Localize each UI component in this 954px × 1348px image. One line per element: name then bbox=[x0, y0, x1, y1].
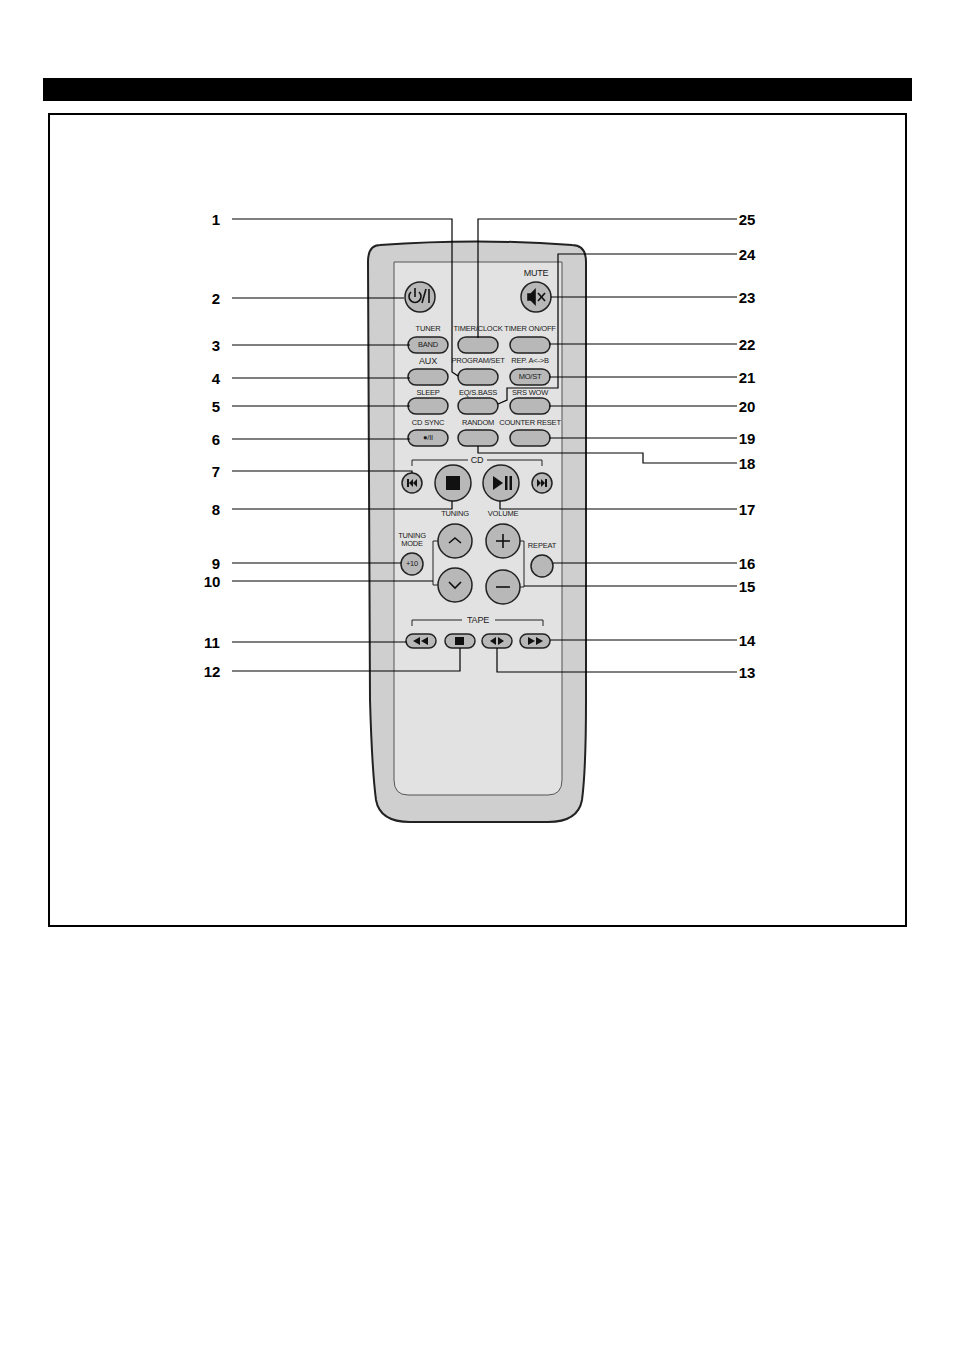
callout-number: 25 bbox=[739, 212, 756, 227]
callout-number: 8 bbox=[212, 502, 220, 517]
leader-lines bbox=[232, 219, 737, 672]
button-label: TUNER bbox=[416, 325, 441, 333]
title-bar bbox=[43, 78, 912, 101]
button-icons bbox=[409, 288, 545, 588]
button-label: VOLUME bbox=[488, 510, 518, 518]
callout-number: 18 bbox=[739, 456, 756, 471]
callout-number: 7 bbox=[212, 464, 220, 479]
button-label: COUNTER RESET bbox=[499, 419, 561, 427]
callout-number: 3 bbox=[212, 338, 220, 353]
callout-number: 19 bbox=[739, 431, 756, 446]
group-brackets bbox=[412, 460, 543, 626]
button-label: TIMER/CLOCK bbox=[453, 325, 502, 333]
button-label: PROGRAM/SET bbox=[451, 357, 504, 365]
callout-number: 16 bbox=[739, 556, 756, 571]
callout-number: 13 bbox=[739, 665, 756, 680]
button-label: MUTE bbox=[524, 269, 549, 278]
buttons bbox=[401, 282, 553, 648]
button-label: BAND bbox=[418, 341, 438, 349]
button-label: TIMER ON/OFF bbox=[504, 325, 555, 333]
button-label: RANDOM bbox=[462, 419, 494, 427]
button-label: SLEEP bbox=[416, 389, 439, 397]
callout-number: 20 bbox=[739, 399, 756, 414]
button-label: AUX bbox=[419, 357, 437, 366]
remote-body bbox=[368, 242, 586, 823]
callout-number: 15 bbox=[739, 579, 756, 594]
callout-number: 10 bbox=[204, 574, 221, 589]
button-glyphs bbox=[407, 476, 547, 645]
callout-number: 22 bbox=[739, 337, 756, 352]
button-label: CD bbox=[471, 456, 484, 465]
button-label: TAPE bbox=[467, 616, 489, 625]
button-label: MO/ST bbox=[519, 373, 542, 381]
button-label: SRS WOW bbox=[512, 389, 548, 397]
callout-number: 17 bbox=[739, 502, 756, 517]
button-label: CD SYNC bbox=[412, 419, 444, 427]
button-label: EQ/S.BASS bbox=[459, 389, 497, 397]
frame bbox=[49, 114, 906, 926]
callout-number: 1 bbox=[212, 212, 220, 227]
callout-number: 14 bbox=[739, 633, 756, 648]
button-label: REPEAT bbox=[528, 542, 556, 550]
callout-number: 11 bbox=[204, 635, 220, 650]
callout-number: 9 bbox=[212, 556, 220, 571]
callout-number: 21 bbox=[739, 370, 756, 385]
button-label: +10 bbox=[406, 560, 418, 568]
callout-number: 4 bbox=[212, 371, 220, 386]
callout-number: 2 bbox=[212, 291, 220, 306]
button-label: REP. A<->B bbox=[511, 357, 548, 365]
remote-panel bbox=[394, 262, 562, 795]
callout-number: 12 bbox=[204, 664, 221, 679]
callout-number: 6 bbox=[212, 432, 220, 447]
button-label: TUNING bbox=[441, 510, 469, 518]
button-label: TUNING MODE bbox=[397, 532, 427, 549]
callout-number: 24 bbox=[739, 247, 756, 262]
callout-number: 5 bbox=[212, 399, 220, 414]
callout-number: 23 bbox=[739, 290, 756, 305]
button-label: ●/II bbox=[423, 434, 433, 442]
